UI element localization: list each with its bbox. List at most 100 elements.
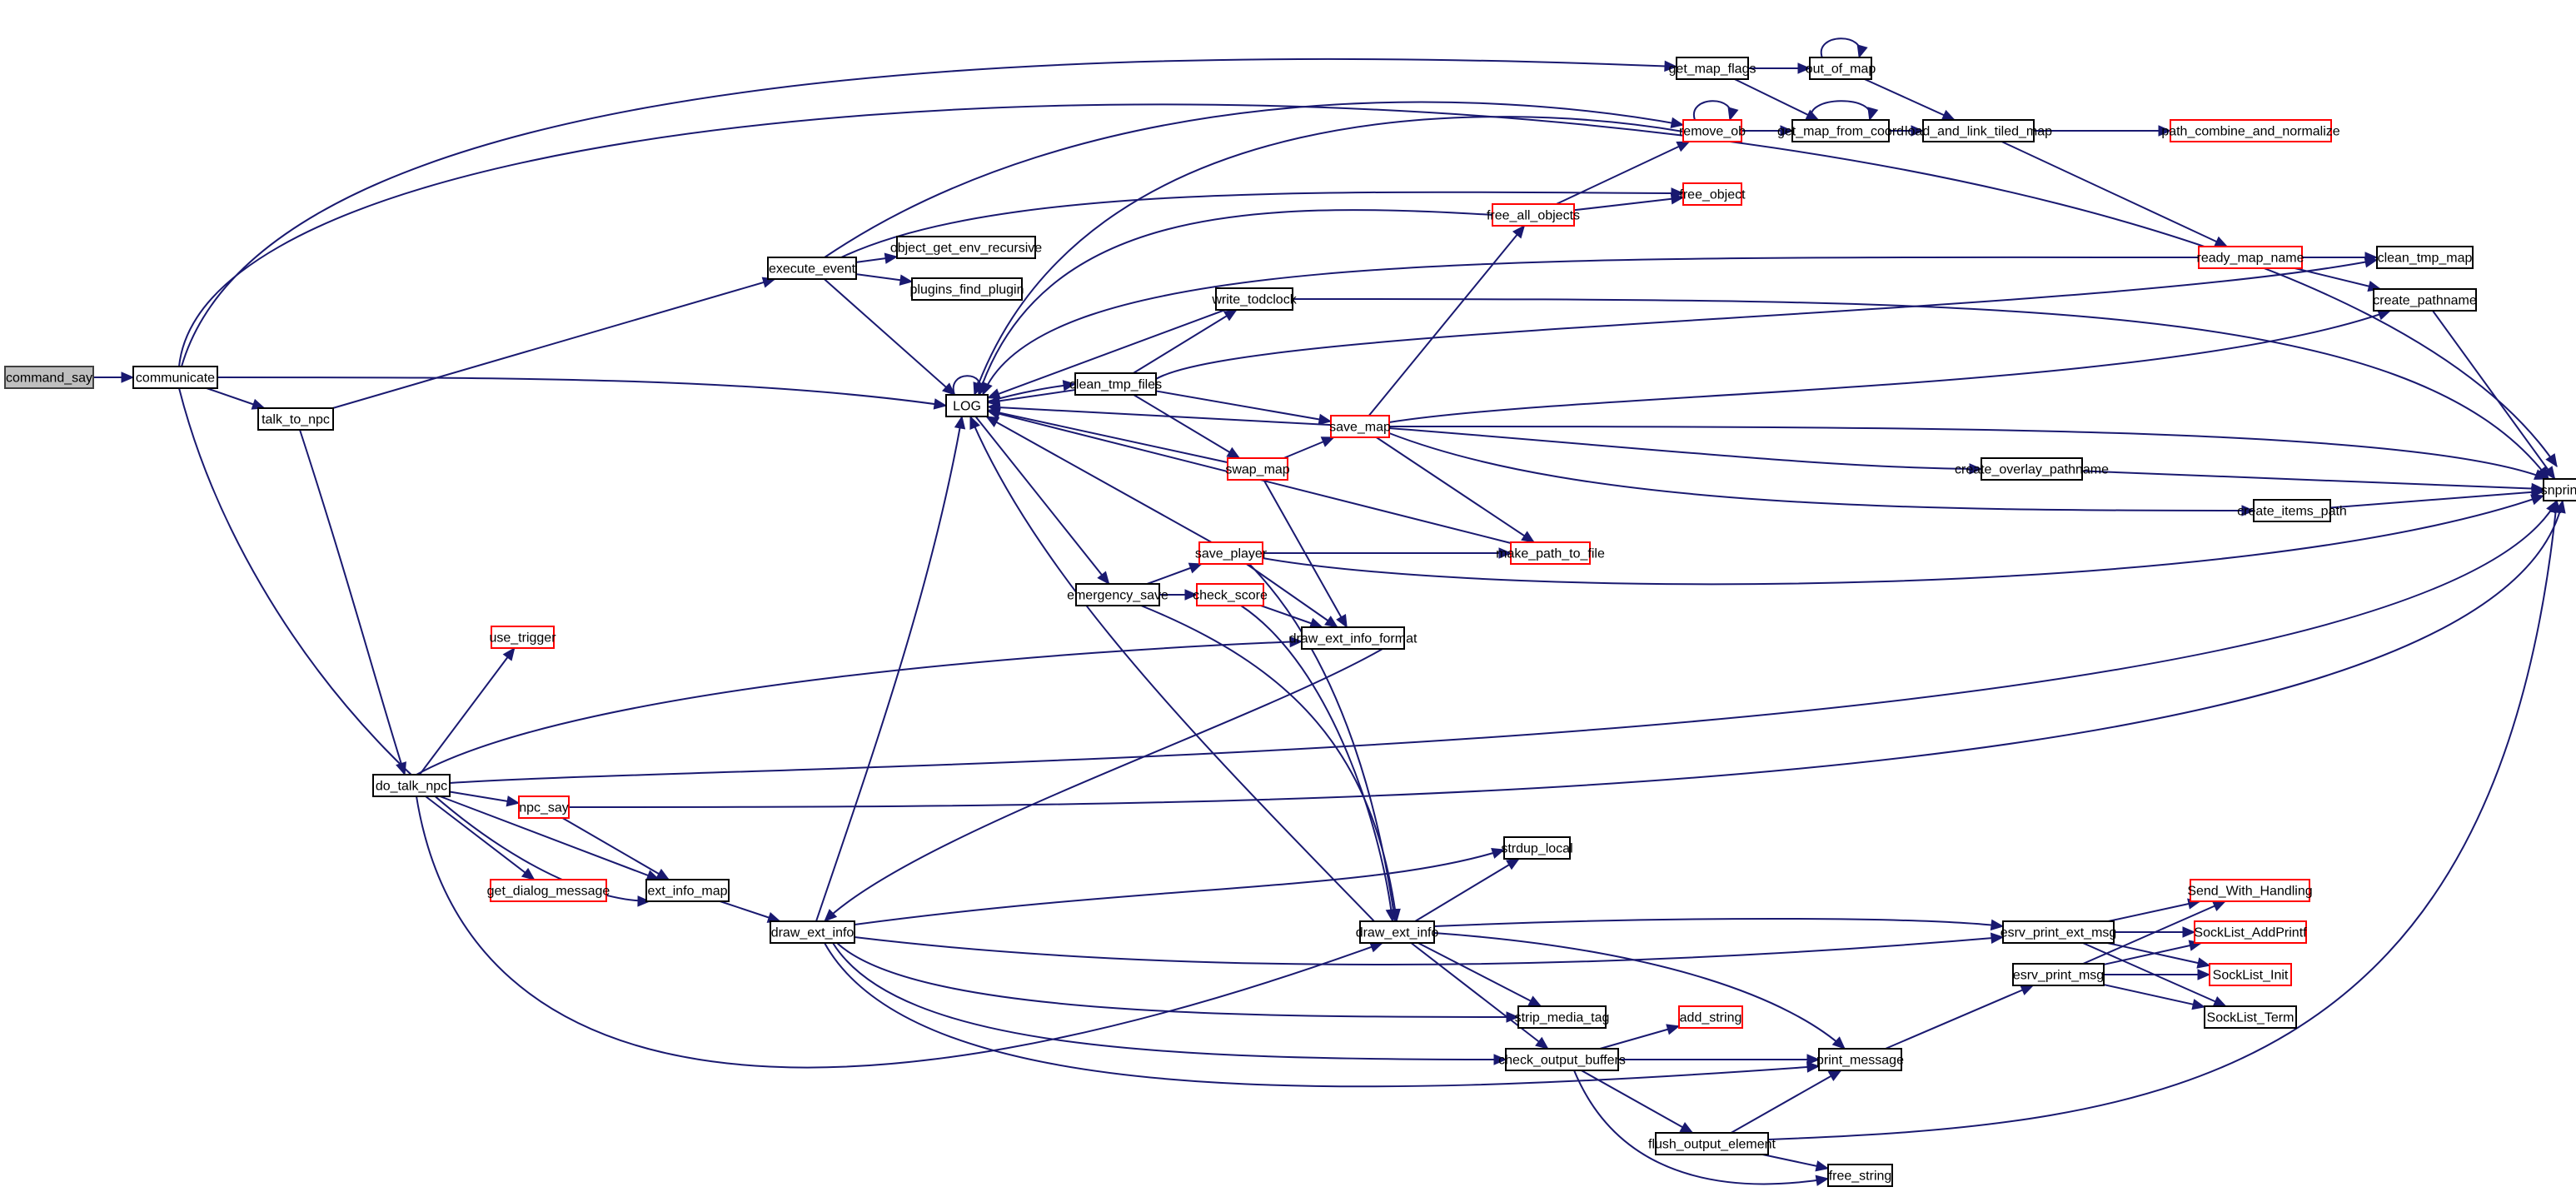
node-box[interactable] — [1791, 119, 1890, 142]
node-npc-say[interactable]: npc_say — [518, 795, 570, 819]
node-socklist-init[interactable]: SockList_Init — [2209, 963, 2292, 986]
node-log[interactable]: LOG — [945, 394, 989, 417]
node-box[interactable] — [2198, 246, 2303, 269]
node-box[interactable] — [1827, 1164, 1893, 1187]
node-get-map-flags[interactable]: get_map_flags — [1669, 57, 1756, 80]
node-box[interactable] — [1517, 1005, 1607, 1029]
node-clean-tmp-map[interactable]: clean_tmp_map — [2376, 246, 2474, 269]
node-box[interactable] — [518, 795, 570, 819]
node-box[interactable] — [1981, 457, 2083, 481]
node-box[interactable] — [1227, 457, 1288, 481]
node-box[interactable] — [1510, 541, 1591, 565]
node-box[interactable] — [2373, 288, 2477, 312]
node-do-talk-npc[interactable]: do_talk_npc — [372, 774, 451, 797]
node-plugins-find-plugin[interactable]: plugins_find_plugin — [910, 277, 1024, 301]
node-snprintf[interactable]: snprintf — [2541, 478, 2576, 501]
node-box[interactable] — [1198, 541, 1263, 565]
node-draw-ext-info-1[interactable]: draw_ext_info — [770, 920, 855, 944]
node-check-score[interactable]: check_score — [1193, 583, 1268, 606]
node-esrv-print-ext-msg[interactable]: esrv_print_ext_msg — [2001, 920, 2117, 944]
node-create-items-path[interactable]: create_items_path — [2237, 499, 2347, 522]
node-communicate[interactable]: communicate — [132, 366, 218, 389]
node-load-and-link-tiled-map[interactable]: load_and_link_tiled_map — [1905, 119, 2052, 142]
node-box[interactable] — [2253, 499, 2331, 522]
node-box[interactable] — [645, 879, 730, 902]
node-strip-media-tag[interactable]: strip_media_tag — [1515, 1005, 1610, 1029]
node-box[interactable] — [767, 257, 857, 280]
node-box[interactable] — [1330, 415, 1390, 438]
node-swap-map[interactable]: swap_map — [1225, 457, 1290, 481]
node-box[interactable] — [1678, 1005, 1743, 1029]
node-box[interactable] — [2209, 963, 2292, 986]
node-box[interactable] — [2012, 963, 2105, 986]
node-create-overlay-pathname[interactable]: create_overlay_pathname — [1955, 457, 2109, 481]
node-remove-ob[interactable]: remove_ob — [1679, 119, 1746, 142]
node-execute-event[interactable]: execute_event — [767, 257, 857, 280]
node-get-dialog-message[interactable]: get_dialog_message — [487, 879, 610, 902]
node-box[interactable] — [1492, 203, 1575, 227]
node-add-string[interactable]: add_string — [1678, 1005, 1743, 1029]
node-box[interactable] — [2194, 920, 2307, 944]
node-box[interactable] — [132, 366, 218, 389]
node-write-todclock[interactable]: write_todclock — [1211, 287, 1298, 311]
node-box[interactable] — [1074, 372, 1157, 396]
node-emergency-save[interactable]: emergency_save — [1067, 583, 1168, 606]
node-flush-output-element[interactable]: flush_output_element — [1648, 1132, 1776, 1155]
node-use-trigger[interactable]: use_trigger — [489, 626, 556, 649]
node-box[interactable] — [911, 277, 1023, 301]
node-box[interactable] — [1505, 1048, 1619, 1071]
node-free-string[interactable]: free_string — [1827, 1164, 1893, 1187]
node-path-combine-and-normalize[interactable]: path_combine_and_normalize — [2161, 119, 2340, 142]
node-out-of-map[interactable]: out_of_map — [1806, 57, 1876, 80]
node-box[interactable] — [372, 774, 451, 797]
node-box[interactable] — [770, 920, 855, 944]
node-draw-ext-info-format[interactable]: draw_ext_info_format — [1289, 626, 1418, 650]
node-box[interactable] — [2543, 478, 2576, 501]
node-send-with-handling[interactable]: Send_With_Handling — [2187, 879, 2313, 902]
node-socklist-addprintf[interactable]: SockList_AddPrintf — [2194, 920, 2307, 944]
node-box[interactable] — [491, 626, 555, 649]
node-print-message[interactable]: print_message — [1816, 1048, 1904, 1071]
node-box[interactable] — [2170, 119, 2332, 142]
node-box[interactable] — [1196, 583, 1264, 606]
node-box[interactable] — [2190, 879, 2310, 902]
node-draw-ext-info-2[interactable]: draw_ext_info — [1356, 920, 1439, 944]
node-box[interactable] — [1818, 1048, 1902, 1071]
node-box[interactable] — [2002, 920, 2115, 944]
node-box[interactable] — [2204, 1005, 2297, 1029]
node-box[interactable] — [1655, 1132, 1769, 1155]
node-create-pathname[interactable]: create_pathname — [2373, 288, 2477, 312]
node-box[interactable] — [1075, 583, 1160, 606]
node-box[interactable] — [257, 407, 334, 431]
node-box[interactable] — [4, 366, 94, 389]
node-box[interactable] — [1809, 57, 1872, 80]
node-socklist-term[interactable]: SockList_Term — [2204, 1005, 2297, 1029]
node-save-player[interactable]: save_player — [1195, 541, 1268, 565]
node-ready-map-name[interactable]: ready_map_name — [2197, 246, 2304, 269]
node-save-map[interactable]: save_map — [1329, 415, 1391, 438]
node-box[interactable] — [1215, 287, 1293, 311]
node-box[interactable] — [1359, 920, 1435, 944]
node-get-map-from-coord[interactable]: get_map_from_coord — [1777, 119, 1904, 142]
node-free-all-objects[interactable]: free_all_objects — [1487, 203, 1580, 227]
node-box[interactable] — [1682, 182, 1742, 206]
node-box[interactable] — [1676, 57, 1749, 80]
node-talk-to-npc[interactable]: talk_to_npc — [257, 407, 334, 431]
node-box[interactable] — [1503, 836, 1571, 860]
node-box[interactable] — [1301, 626, 1405, 650]
node-object-get-env-recursive[interactable]: object_get_env_recursive — [890, 236, 1042, 259]
node-command-say[interactable]: command_say — [4, 366, 94, 389]
node-esrv-print-msg[interactable]: esrv_print_msg — [2012, 963, 2105, 986]
node-box[interactable] — [1922, 119, 2035, 142]
node-box[interactable] — [945, 394, 989, 417]
node-box[interactable] — [1682, 119, 1742, 142]
node-make-path-to-file[interactable]: make_path_to_file — [1496, 541, 1605, 565]
node-strdup-local[interactable]: strdup_local — [1501, 836, 1573, 860]
node-ext-info-map[interactable]: ext_info_map — [645, 879, 730, 902]
node-clean-tmp-files[interactable]: clean_tmp_files — [1069, 372, 1162, 396]
node-check-output-buffers[interactable]: check_output_buffers — [1498, 1048, 1626, 1071]
node-box[interactable] — [896, 236, 1036, 259]
node-box[interactable] — [490, 879, 607, 902]
node-box[interactable] — [2376, 246, 2474, 269]
node-free-object[interactable]: free_object — [1679, 182, 1746, 206]
